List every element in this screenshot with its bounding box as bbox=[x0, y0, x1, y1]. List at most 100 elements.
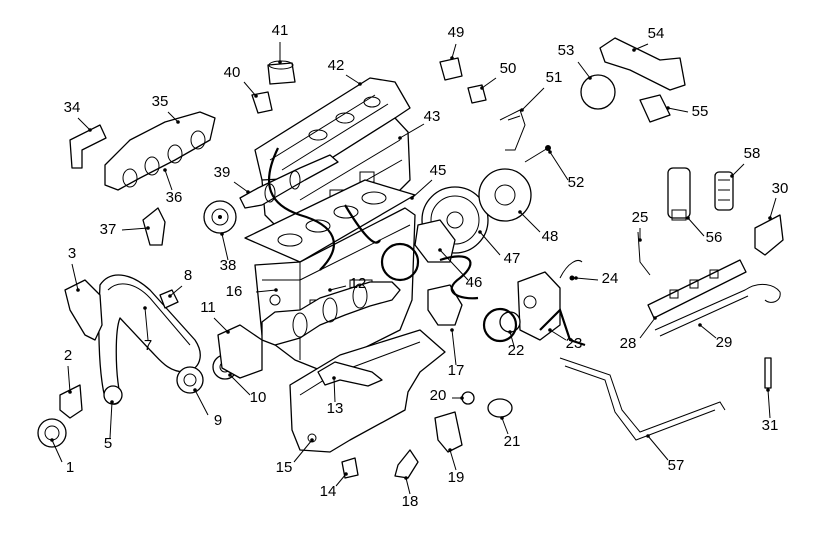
part-oil-pump-11 bbox=[217, 324, 263, 379]
leader-dot-11 bbox=[226, 330, 230, 334]
leader-dot-46 bbox=[438, 248, 442, 252]
callout-label-58: 58 bbox=[744, 145, 761, 162]
leader-line-54 bbox=[633, 43, 649, 51]
leader-line-28 bbox=[639, 317, 656, 339]
leader-dot-31 bbox=[766, 388, 770, 392]
leader-line-34 bbox=[77, 117, 91, 131]
callout-label-50: 50 bbox=[500, 60, 517, 77]
callout-label-56: 56 bbox=[706, 229, 723, 246]
leader-line-48 bbox=[519, 211, 541, 233]
leader-line-42 bbox=[345, 74, 361, 85]
leader-line-50 bbox=[481, 77, 497, 89]
callout-label-15: 15 bbox=[276, 459, 293, 476]
leader-line-57 bbox=[647, 435, 669, 461]
leader-line-55 bbox=[667, 107, 689, 113]
leader-dot-28 bbox=[653, 316, 657, 320]
leader-dot-55 bbox=[666, 106, 670, 110]
leader-dot-20 bbox=[460, 396, 464, 400]
part-crank-pulley bbox=[37, 418, 67, 448]
leader-dot-50 bbox=[480, 86, 484, 90]
leader-line-45 bbox=[411, 179, 433, 199]
leader-dot-38 bbox=[220, 232, 224, 236]
leader-line-39 bbox=[233, 181, 249, 193]
part-19 bbox=[434, 411, 463, 453]
part-sensor-52 bbox=[524, 145, 551, 163]
leader-dot-47 bbox=[478, 230, 482, 234]
leader-line-14 bbox=[335, 473, 347, 487]
leader-line-58 bbox=[731, 163, 745, 177]
part-bracket-55 bbox=[639, 94, 671, 123]
leader-dot-30 bbox=[768, 216, 772, 220]
part-bracket-37 bbox=[142, 207, 166, 246]
leader-dot-37 bbox=[146, 226, 150, 230]
leader-line-30 bbox=[769, 197, 777, 219]
callout-label-54: 54 bbox=[648, 25, 665, 42]
part-hose-51 bbox=[499, 109, 526, 151]
callout-label-12: 12 bbox=[350, 275, 367, 292]
callout-label-21: 21 bbox=[504, 433, 521, 450]
leader-line-13 bbox=[333, 377, 336, 403]
leader-dot-10 bbox=[228, 373, 232, 377]
leader-line-35 bbox=[167, 111, 179, 123]
leader-line-38 bbox=[221, 233, 229, 261]
callout-label-13: 13 bbox=[327, 400, 344, 417]
part-21 bbox=[487, 398, 513, 418]
leader-dot-21 bbox=[500, 416, 504, 420]
callout-label-16: 16 bbox=[226, 283, 243, 300]
leader-dot-58 bbox=[730, 174, 734, 178]
callout-label-42: 42 bbox=[328, 57, 345, 74]
leader-dot-43 bbox=[398, 136, 402, 140]
callout-label-34: 34 bbox=[64, 99, 81, 116]
callout-label-19: 19 bbox=[448, 469, 465, 486]
leader-line-46 bbox=[439, 249, 469, 281]
callout-label-41: 41 bbox=[272, 22, 289, 39]
leader-dot-45 bbox=[410, 196, 414, 200]
leader-line-49 bbox=[451, 43, 457, 59]
callout-label-52: 52 bbox=[568, 174, 585, 191]
leader-dot-36 bbox=[163, 168, 167, 172]
leader-dot-9 bbox=[193, 388, 197, 392]
part-tensioner-8 bbox=[159, 289, 179, 309]
leader-dot-25 bbox=[638, 238, 642, 242]
leader-line-40 bbox=[243, 81, 257, 97]
leader-line-23 bbox=[549, 329, 567, 341]
callout-label-23: 23 bbox=[566, 335, 583, 352]
callout-label-1: 1 bbox=[66, 459, 74, 476]
leader-dot-40 bbox=[254, 94, 258, 98]
callout-label-7: 7 bbox=[144, 337, 152, 354]
part-water-pump bbox=[176, 366, 204, 394]
part-idler bbox=[103, 385, 123, 405]
leader-dot-3 bbox=[76, 288, 80, 292]
leader-line-52 bbox=[549, 151, 569, 181]
part-timing-belt bbox=[98, 274, 201, 405]
callout-label-51: 51 bbox=[546, 69, 563, 86]
leader-line-22 bbox=[509, 331, 515, 347]
callout-label-24: 24 bbox=[602, 270, 619, 287]
part-rear-seal bbox=[427, 284, 463, 326]
part-belt-cover bbox=[64, 279, 103, 341]
leader-line-18 bbox=[405, 477, 411, 495]
callout-label-57: 57 bbox=[668, 457, 685, 474]
part-49 bbox=[439, 57, 463, 81]
callout-label-46: 46 bbox=[466, 274, 483, 291]
leader-dot-49 bbox=[450, 56, 454, 60]
part-camshaft-pulley bbox=[203, 200, 237, 234]
part-seal-housing bbox=[414, 219, 456, 263]
callout-label-8: 8 bbox=[184, 267, 192, 284]
callout-label-2: 2 bbox=[64, 347, 72, 364]
callout-label-25: 25 bbox=[632, 209, 649, 226]
leader-line-5 bbox=[109, 401, 113, 439]
leader-line-47 bbox=[479, 231, 501, 256]
callout-label-20: 20 bbox=[430, 387, 447, 404]
part-seal-22 bbox=[499, 311, 521, 333]
leader-dot-34 bbox=[88, 128, 92, 132]
callout-label-11: 11 bbox=[200, 299, 216, 316]
leader-line-1 bbox=[51, 439, 63, 463]
leader-dot-1 bbox=[50, 438, 54, 442]
part-fuel-rail bbox=[647, 259, 747, 319]
leader-dot-51 bbox=[520, 108, 524, 112]
leader-line-31 bbox=[767, 389, 771, 419]
leader-line-37 bbox=[121, 227, 149, 231]
leader-line-36 bbox=[164, 169, 173, 191]
